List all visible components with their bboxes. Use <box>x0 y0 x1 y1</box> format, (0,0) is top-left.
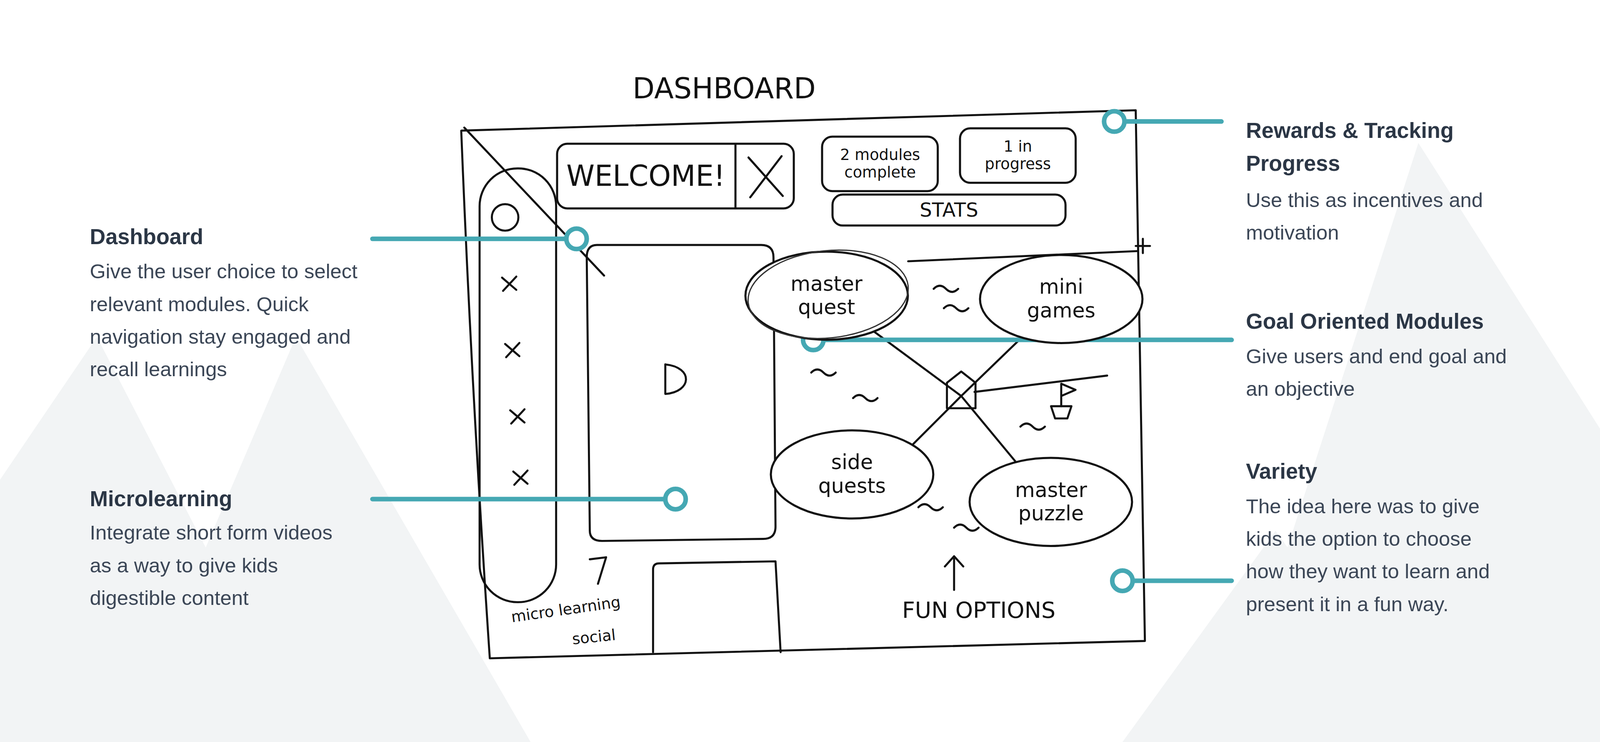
close-icon <box>748 156 783 198</box>
sketch-stroke <box>1020 423 1045 430</box>
box-border <box>557 143 794 209</box>
callout-body: Give users and end goal and an objective <box>1245 340 1522 406</box>
sketch-stroke <box>852 395 878 402</box>
callout-body: Give the user choice to select relevant … <box>90 255 368 386</box>
sketch-stroke <box>945 556 964 590</box>
sketch-stroke <box>510 409 525 424</box>
sketch-stroke <box>665 488 686 510</box>
sketch-stroke <box>1124 119 1222 124</box>
module-oval: side quests <box>769 428 935 520</box>
node-label: master quest <box>777 272 875 320</box>
callout-heading: Rewards & Tracking Progress <box>1245 114 1514 180</box>
box-border <box>822 136 938 192</box>
sketch-stroke <box>1112 570 1133 591</box>
oval-border <box>770 430 934 519</box>
node-label: mini games <box>1012 275 1110 323</box>
callout-body: Integrate short form videos as a way to … <box>90 516 358 615</box>
sketch-note: micro learning <box>510 592 622 627</box>
node-label: master puzzle <box>1002 478 1100 526</box>
callout-heading: Microlearning <box>90 482 397 515</box>
oval-border <box>969 457 1133 546</box>
sketch-stroke <box>505 342 520 358</box>
callout-heading: Dashboard <box>90 220 397 253</box>
stat-box: 1 in progress <box>959 127 1077 184</box>
leader-lines <box>372 111 1232 591</box>
sketch-stroke <box>954 524 979 531</box>
sketch-stroke <box>974 375 1108 393</box>
node-label: STATS <box>919 199 978 222</box>
oval-border <box>980 255 1143 343</box>
sketch-stroke <box>1132 578 1232 583</box>
sketch-stroke <box>372 236 567 242</box>
sketch-stroke <box>461 110 1145 659</box>
sketch-stroke <box>1224 142 1600 742</box>
module-oval: master quest <box>743 250 910 342</box>
background-mountains <box>0 142 1600 742</box>
node-label: WELCOME! <box>566 159 725 193</box>
close-divider <box>734 144 737 208</box>
sketch-stroke <box>590 557 607 585</box>
sketch-stroke <box>491 204 519 231</box>
sketch-stroke <box>1050 406 1072 419</box>
sketch-stroke <box>811 369 836 376</box>
callout-body: The idea here was to give kids the optio… <box>1245 490 1514 621</box>
sketch-strokes <box>461 110 1150 659</box>
sketch-stroke <box>513 470 528 485</box>
module-oval: master puzzle <box>967 456 1134 548</box>
oval-border <box>745 251 908 340</box>
welcome-box: WELCOME! <box>556 142 795 210</box>
sketch-stroke <box>665 364 687 395</box>
sketch-stroke <box>1061 383 1076 407</box>
stat-box: 2 modules complete <box>821 135 939 193</box>
sketch-note: social <box>571 626 617 650</box>
stats-bar: STATS <box>831 193 1067 227</box>
module-oval: mini games <box>978 253 1145 345</box>
sketch-stroke <box>372 496 666 502</box>
node-label: 1 in progress <box>969 137 1067 173</box>
box-border <box>832 194 1066 226</box>
sketch-stroke <box>933 285 959 293</box>
sketch-stroke <box>502 276 517 291</box>
callout-heading: Goal Oriented Modules <box>1245 305 1573 338</box>
node-label: 2 modules complete <box>831 146 929 182</box>
sketch-title: DASHBOARD <box>632 71 816 106</box>
sketch-stroke <box>1377 612 1562 742</box>
box-border <box>960 128 1076 183</box>
sketch-stroke <box>1135 238 1150 253</box>
callout-body: Use this as incentives and motivation <box>1245 183 1514 250</box>
sketch-stroke <box>1104 111 1125 132</box>
oval-border-second <box>743 242 913 347</box>
sketch-stroke <box>947 371 976 409</box>
node-label: side quests <box>803 450 901 498</box>
sketch-stroke <box>652 561 781 653</box>
sketch-stroke <box>566 228 587 250</box>
sketch-stroke <box>918 504 943 511</box>
callout-heading: Variety <box>1245 455 1553 488</box>
sketch-stroke <box>479 168 557 603</box>
sketch-note: FUN OPTIONS <box>902 597 1056 625</box>
sketch-stroke <box>961 396 1016 462</box>
sketch-stroke <box>943 305 969 312</box>
